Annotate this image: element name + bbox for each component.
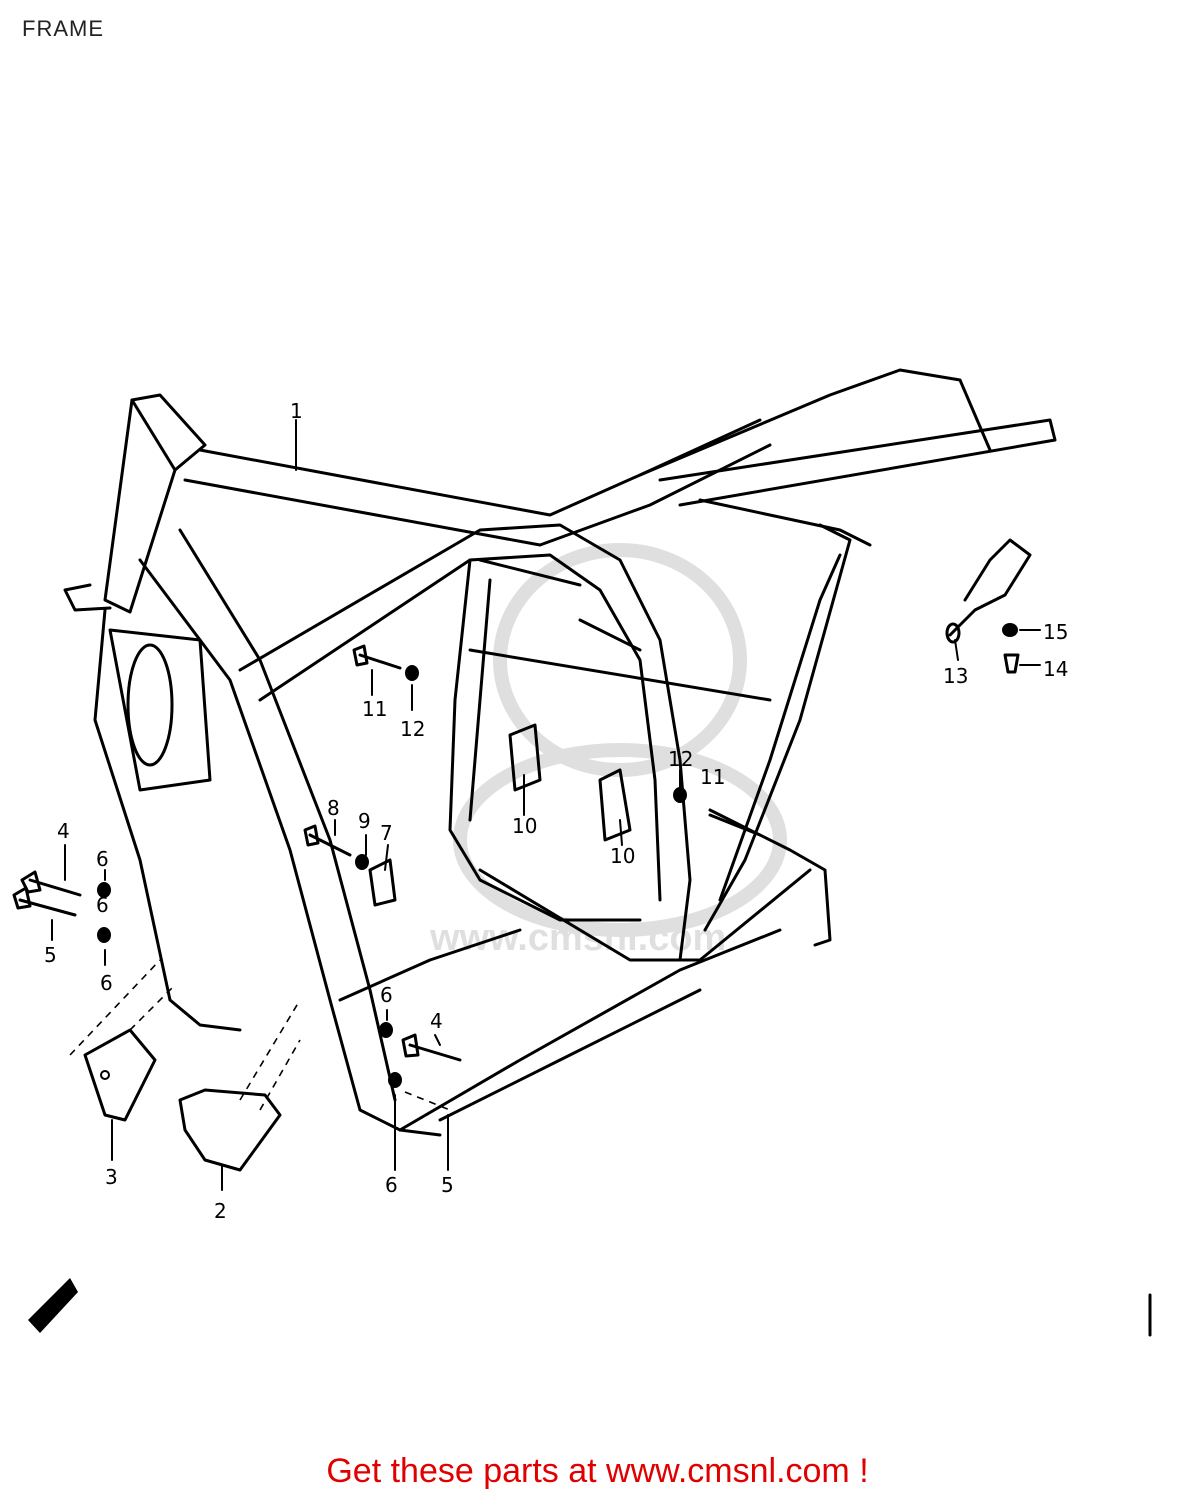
watermark-text: www.cmsnl.com: [429, 917, 726, 959]
watermark-logo: www.cmsnl.com: [429, 543, 787, 959]
footer-link[interactable]: Get these parts at www.cmsnl.com !: [326, 1452, 869, 1490]
callout-7: 7: [380, 821, 393, 845]
callout-4-right: 4: [430, 1009, 443, 1033]
callout-4-left: 4: [57, 819, 70, 843]
callout-10-a: 10: [512, 814, 537, 838]
loose-parts-line-art: [12, 623, 1020, 1172]
leader-lines: [51, 419, 1041, 1191]
callout-11-b: 11: [700, 765, 725, 789]
callout-9: 9: [358, 809, 371, 833]
callout-12-b: 12: [668, 747, 693, 771]
callout-13: 13: [943, 664, 968, 688]
callout-8: 8: [327, 796, 340, 820]
callout-12-a: 12: [400, 717, 425, 741]
callout-1: 1: [290, 399, 303, 423]
callout-6-a: 6: [96, 847, 109, 871]
callout-2: 2: [214, 1199, 227, 1223]
callout-6-d: 6: [385, 1173, 398, 1197]
page-title: FRAME: [22, 16, 104, 41]
callout-14: 14: [1043, 657, 1068, 681]
callout-6-c: 6: [380, 983, 393, 1007]
callout-labels: 1 2 3 4 4 5 5 6 6 6 6 6 7 8 9 10 10 11 1…: [44, 399, 1068, 1223]
callout-6-e: 6: [96, 893, 109, 917]
callout-15: 15: [1043, 620, 1068, 644]
callout-5-left: 5: [44, 943, 57, 967]
front-arrow-icon: [28, 1278, 78, 1333]
callout-11-a: 11: [362, 697, 387, 721]
callout-5-right: 5: [441, 1173, 454, 1197]
frame-line-art: [63, 368, 1057, 1137]
callout-6-b: 6: [100, 971, 113, 995]
callout-3: 3: [105, 1165, 118, 1189]
callout-10-b: 10: [610, 844, 635, 868]
